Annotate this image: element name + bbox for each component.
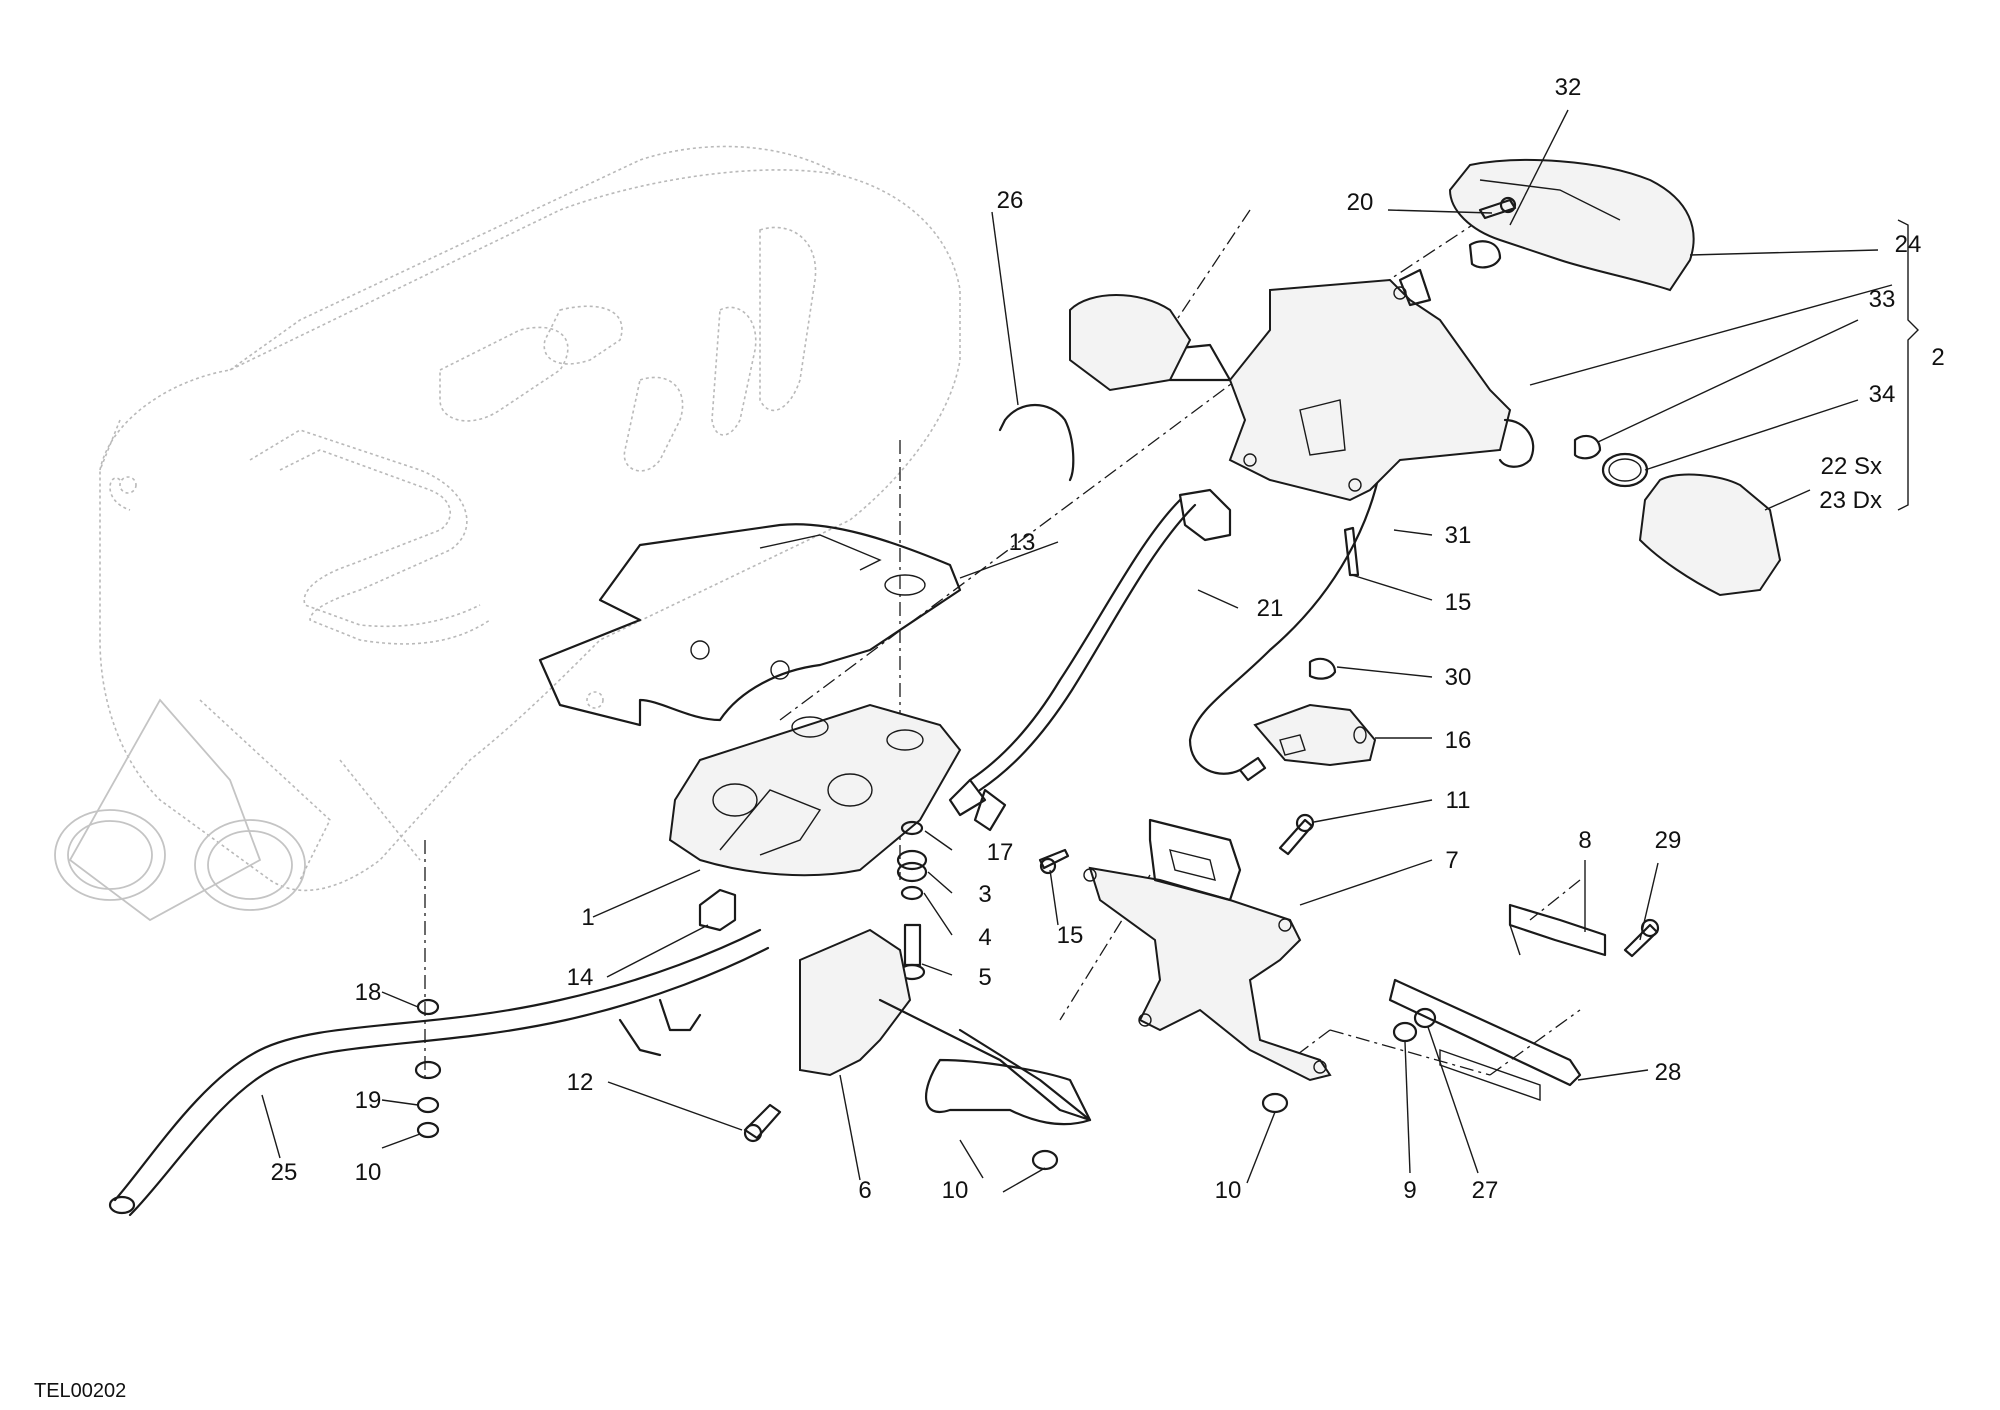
part-14-clip <box>698 888 737 932</box>
callout-10b: 10 <box>942 1177 969 1204</box>
callout-8: 8 <box>1578 827 1591 854</box>
callout-30: 30 <box>1445 664 1472 691</box>
callout-10a: 10 <box>355 1159 382 1186</box>
callout-17: 17 <box>987 839 1014 866</box>
part-9-nut <box>1392 1021 1418 1043</box>
callout-34: 34 <box>1869 381 1896 408</box>
callout-29: 29 <box>1655 827 1682 854</box>
callout-14: 14 <box>567 964 594 991</box>
part-18-bush <box>416 998 440 1016</box>
callout-26: 26 <box>997 187 1024 214</box>
part-8-bracket <box>1508 903 1607 957</box>
callout-5: 5 <box>978 964 991 991</box>
part-23-indicator-right <box>1638 473 1782 597</box>
callout-22: 22 Sx <box>1821 453 1882 480</box>
callout-20: 20 <box>1347 189 1374 216</box>
callout-12: 12 <box>567 1069 594 1096</box>
ghost-tail-body <box>54 145 961 922</box>
callout-9: 9 <box>1403 1177 1416 1204</box>
part-30-bulb <box>1308 657 1337 680</box>
callout-2: 2 <box>1931 344 1944 371</box>
callout-28: 28 <box>1655 1059 1682 1086</box>
callout-21: 21 <box>1257 595 1284 622</box>
callout-32: 32 <box>1555 74 1582 101</box>
part-31-wire <box>1188 468 1382 775</box>
callout-7: 7 <box>1445 847 1458 874</box>
part-4-washer <box>900 885 924 901</box>
tail-light-housing <box>1228 278 1512 502</box>
callout-25: 25 <box>271 1159 298 1186</box>
part-26-clip <box>998 404 1075 482</box>
part-11-screw <box>1278 818 1314 856</box>
part-10-nut-a <box>416 1121 440 1139</box>
part-19-washer <box>416 1096 440 1114</box>
part-28-bar <box>1388 978 1582 1087</box>
part-21-harness <box>968 498 1182 782</box>
leader-lines <box>261 109 1919 1193</box>
parts <box>108 159 1782 1217</box>
part-25-bar <box>113 928 762 1202</box>
part-22-indicator-left <box>1069 294 1192 392</box>
callout-6: 6 <box>858 1177 871 1204</box>
callout-24: 24 <box>1895 231 1922 258</box>
part-15-screw-a <box>1038 848 1070 870</box>
callout-16: 16 <box>1445 727 1472 754</box>
callout-labels: 32 26 20 24 33 2 34 22 Sx 23 Dx 13 31 21… <box>271 74 1945 1204</box>
callout-15a: 15 <box>1445 589 1472 616</box>
part-24-lens <box>1448 159 1695 292</box>
callout-18: 18 <box>355 979 382 1006</box>
callout-3: 3 <box>978 881 991 908</box>
callout-4: 4 <box>978 924 991 951</box>
part-27-washer <box>1413 1007 1437 1029</box>
part-5-screw <box>903 923 922 967</box>
part-10-nut-c <box>1261 1092 1289 1114</box>
callout-33: 33 <box>1869 286 1896 313</box>
callout-11: 11 <box>1446 787 1471 814</box>
part-3-bushing <box>896 849 928 871</box>
callout-10c: 10 <box>1215 1177 1242 1204</box>
part-10-nut-b <box>1031 1149 1059 1171</box>
part-13-cover <box>538 523 962 727</box>
part-6-bracket <box>799 928 912 1077</box>
callout-23: 23 Dx <box>1819 487 1882 514</box>
part-1-plate <box>668 703 962 877</box>
callout-27: 27 <box>1472 1177 1499 1204</box>
part-16-light <box>1253 703 1377 767</box>
part-12-screw <box>743 1103 782 1140</box>
part-7-holder <box>1088 866 1332 1082</box>
part-17-washer <box>900 820 924 836</box>
callout-31: 31 <box>1445 522 1472 549</box>
part-32-bulb <box>1468 240 1502 269</box>
callout-1: 1 <box>581 904 594 931</box>
part-15-screw-b <box>1343 526 1360 577</box>
callout-13: 13 <box>1009 529 1036 556</box>
part-29-screw <box>1623 923 1659 958</box>
callout-15b: 15 <box>1057 922 1084 949</box>
callout-19: 19 <box>355 1087 382 1114</box>
part-33-bulb <box>1573 434 1602 460</box>
drawing-code: TEL00202 <box>34 1380 127 1402</box>
